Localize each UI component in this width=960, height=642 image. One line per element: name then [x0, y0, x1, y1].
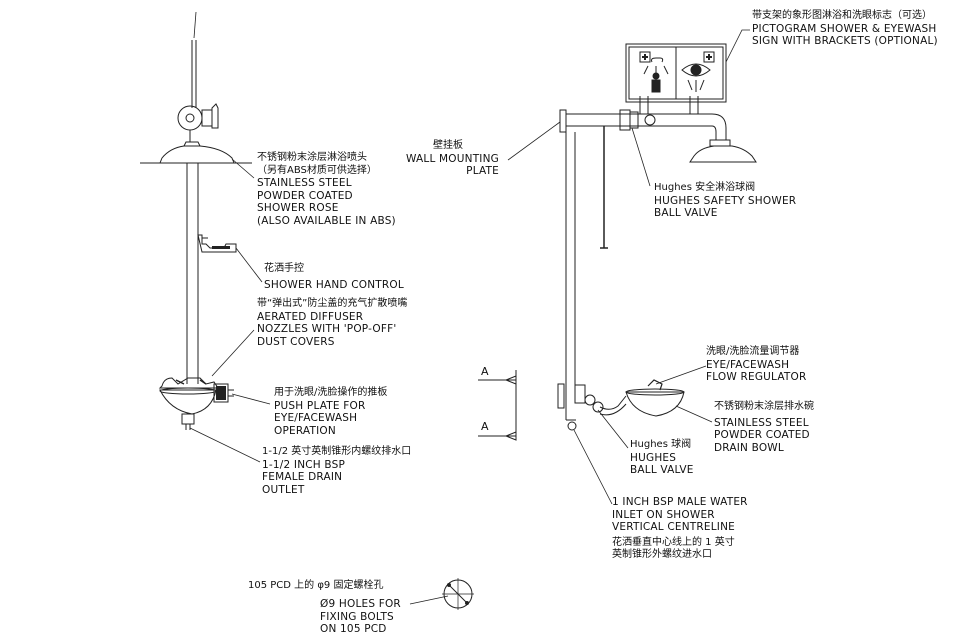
- label-fixing-holes-en-2: FIXING BOLTS: [320, 610, 394, 623]
- label-pictogram-en-2: SIGN WITH BRACKETS (OPTIONAL): [752, 35, 938, 47]
- label-wall-plate: 壁挂板 WALL MOUNTING PLATE: [406, 140, 499, 178]
- side-eyewash-bowl: [566, 379, 685, 431]
- label-flow-regulator-en-1: EYE/FACEWASH: [706, 358, 790, 371]
- label-safety-valve-zh: Hughes 安全淋浴球阀: [654, 182, 756, 193]
- label-drain-bowl-en-2: POWDER COATED: [714, 429, 810, 441]
- label-push-plate-zh: 用于洗眼/洗脸操作的推板: [274, 387, 388, 398]
- label-flow-regulator: 洗眼/洗脸流量调节器 EYE/FACEWASH FLOW REGULATOR: [706, 346, 806, 384]
- label-push-plate-en-1: PUSH PLATE FOR: [274, 399, 366, 412]
- label-water-inlet-zh-2: 英制锥形外螺纹进水口: [612, 549, 712, 560]
- label-hand-control-zh: 花洒手控: [264, 263, 304, 274]
- label-diffuser-zh: 带“弹出式”防尘盖的充气扩散喷嘴: [257, 298, 408, 309]
- label-fixing-holes: Ø9 HOLES FOR FIXING BOLTS ON 105 PCD: [320, 598, 401, 636]
- label-drain-outlet: 1-1/2 英寸英制锥形内螺纹排水口 1-1/2 INCH BSP FEMALE…: [262, 446, 411, 496]
- label-shower-rose-en-3: SHOWER ROSE: [257, 202, 339, 214]
- label-shower-rose-en-4: (ALSO AVAILABLE IN ABS): [257, 214, 396, 227]
- label-diffuser-en-3: DUST COVERS: [257, 335, 335, 348]
- section-markers: [478, 370, 517, 441]
- label-shower-rose-zh-2: （另有ABS材质可供选择）: [257, 164, 377, 176]
- label-drain-outlet-en-2: FEMALE DRAIN: [262, 471, 343, 483]
- label-fixing-holes-en-3: ON 105 PCD: [320, 623, 387, 635]
- eyewash-pictogram-icon: [681, 51, 715, 92]
- label-safety-valve-en-1: HUGHES SAFETY SHOWER: [654, 194, 797, 207]
- pictogram-sign: [625, 43, 727, 103]
- label-shower-rose: 不锈钢粉末涂层淋浴喷头 （另有ABS材质可供选择） STAINLESS STEE…: [257, 152, 396, 227]
- label-drain-bowl-en-1: STAINLESS STEEL: [714, 416, 809, 429]
- label-pictogram-en-1: PICTOGRAM SHOWER & EYEWASH: [752, 22, 937, 35]
- leader-lines: [189, 29, 750, 605]
- label-shower-rose-zh-1: 不锈钢粉末涂层淋浴喷头: [257, 152, 367, 163]
- label-fixing-holes-zh-1: 105 PCD 上的 φ9 固定螺栓孔: [248, 580, 384, 591]
- label-drain-bowl-en-3: DRAIN BOWL: [714, 441, 784, 454]
- label-flow-regulator-en-2: FLOW REGULATOR: [706, 371, 807, 383]
- shower-hand-control: [197, 234, 237, 253]
- label-water-inlet-zh-1: 花洒垂直中心线上的 1 英寸: [612, 536, 735, 548]
- front-eyewash-bowl: [158, 377, 234, 430]
- label-push-plate: 用于洗眼/洗脸操作的推板 PUSH PLATE FOR EYE/FACEWASH…: [274, 387, 387, 437]
- label-ball-valve-zh: Hughes 球阀: [630, 439, 692, 450]
- label-water-inlet-en-1: 1 INCH BSP MALE WATER: [612, 496, 748, 508]
- label-drain-outlet-zh: 1-1/2 英寸英制锥形内螺纹排水口: [262, 446, 412, 457]
- label-shower-rose-en-2: POWDER COATED: [257, 189, 353, 202]
- section-label-a-top: A: [481, 365, 489, 378]
- label-wall-plate-zh: 壁挂板: [433, 140, 463, 151]
- label-hand-control: 花洒手控 SHOWER HAND CONTROL: [264, 263, 404, 291]
- label-hand-control-en: SHOWER HAND CONTROL: [264, 278, 404, 291]
- label-diffuser-en-2: NOZZLES WITH 'POP-OFF': [257, 323, 397, 335]
- label-ball-valve: Hughes 球阀 HUGHES BALL VALVE: [630, 439, 694, 477]
- label-drain-outlet-en-1: 1-1/2 INCH BSP: [262, 458, 346, 471]
- label-safety-valve-en-2: BALL VALVE: [654, 207, 718, 219]
- label-diffuser: 带“弹出式”防尘盖的充气扩散喷嘴 AERATED DIFFUSER NOZZLE…: [257, 298, 407, 348]
- label-diffuser-en-1: AERATED DIFFUSER: [257, 310, 364, 323]
- label-wall-plate-en-2: PLATE: [466, 165, 499, 177]
- label-water-inlet-en-3: VERTICAL CENTRELINE: [612, 521, 735, 533]
- label-water-inlet: 1 INCH BSP MALE WATER INLET ON SHOWER VE…: [612, 496, 748, 562]
- section-label-a-bottom: A: [481, 420, 489, 433]
- label-fixing-holes-en-1: Ø9 HOLES FOR: [320, 598, 401, 610]
- side-view-shower: [478, 43, 757, 441]
- shower-pictogram-icon: [639, 51, 669, 93]
- label-drain-bowl: 不锈钢粉末涂层排水碗 STAINLESS STEEL POWDER COATED…: [714, 401, 814, 454]
- label-ball-valve-en-1: HUGHES: [630, 451, 677, 464]
- label-push-plate-en-3: OPERATION: [274, 424, 336, 437]
- label-drain-bowl-zh: 不锈钢粉末涂层排水碗: [714, 401, 814, 412]
- front-view-shower: [140, 11, 252, 430]
- label-fixing-holes-zh: 105 PCD 上的 φ9 固定螺栓孔: [248, 580, 383, 593]
- label-shower-rose-en-1: STAINLESS STEEL: [257, 177, 352, 189]
- label-push-plate-en-2: EYE/FACEWASH: [274, 412, 358, 424]
- label-flow-regulator-zh: 洗眼/洗脸流量调节器: [706, 346, 800, 357]
- shower-rose: [140, 141, 252, 164]
- label-pictogram-zh: 带支架的象形图淋浴和洗眼标志（可选）: [752, 10, 932, 21]
- bolt-circle-icon: [442, 578, 474, 610]
- label-water-inlet-en-2: INLET ON SHOWER: [612, 508, 715, 521]
- label-ball-valve-en-2: BALL VALVE: [630, 464, 694, 476]
- label-pictogram: 带支架的象形图淋浴和洗眼标志（可选） PICTOGRAM SHOWER & EY…: [752, 10, 938, 48]
- label-safety-valve: Hughes 安全淋浴球阀 HUGHES SAFETY SHOWER BALL …: [654, 182, 796, 220]
- label-drain-outlet-en-3: OUTLET: [262, 483, 305, 496]
- label-wall-plate-en-1: WALL MOUNTING: [406, 152, 499, 165]
